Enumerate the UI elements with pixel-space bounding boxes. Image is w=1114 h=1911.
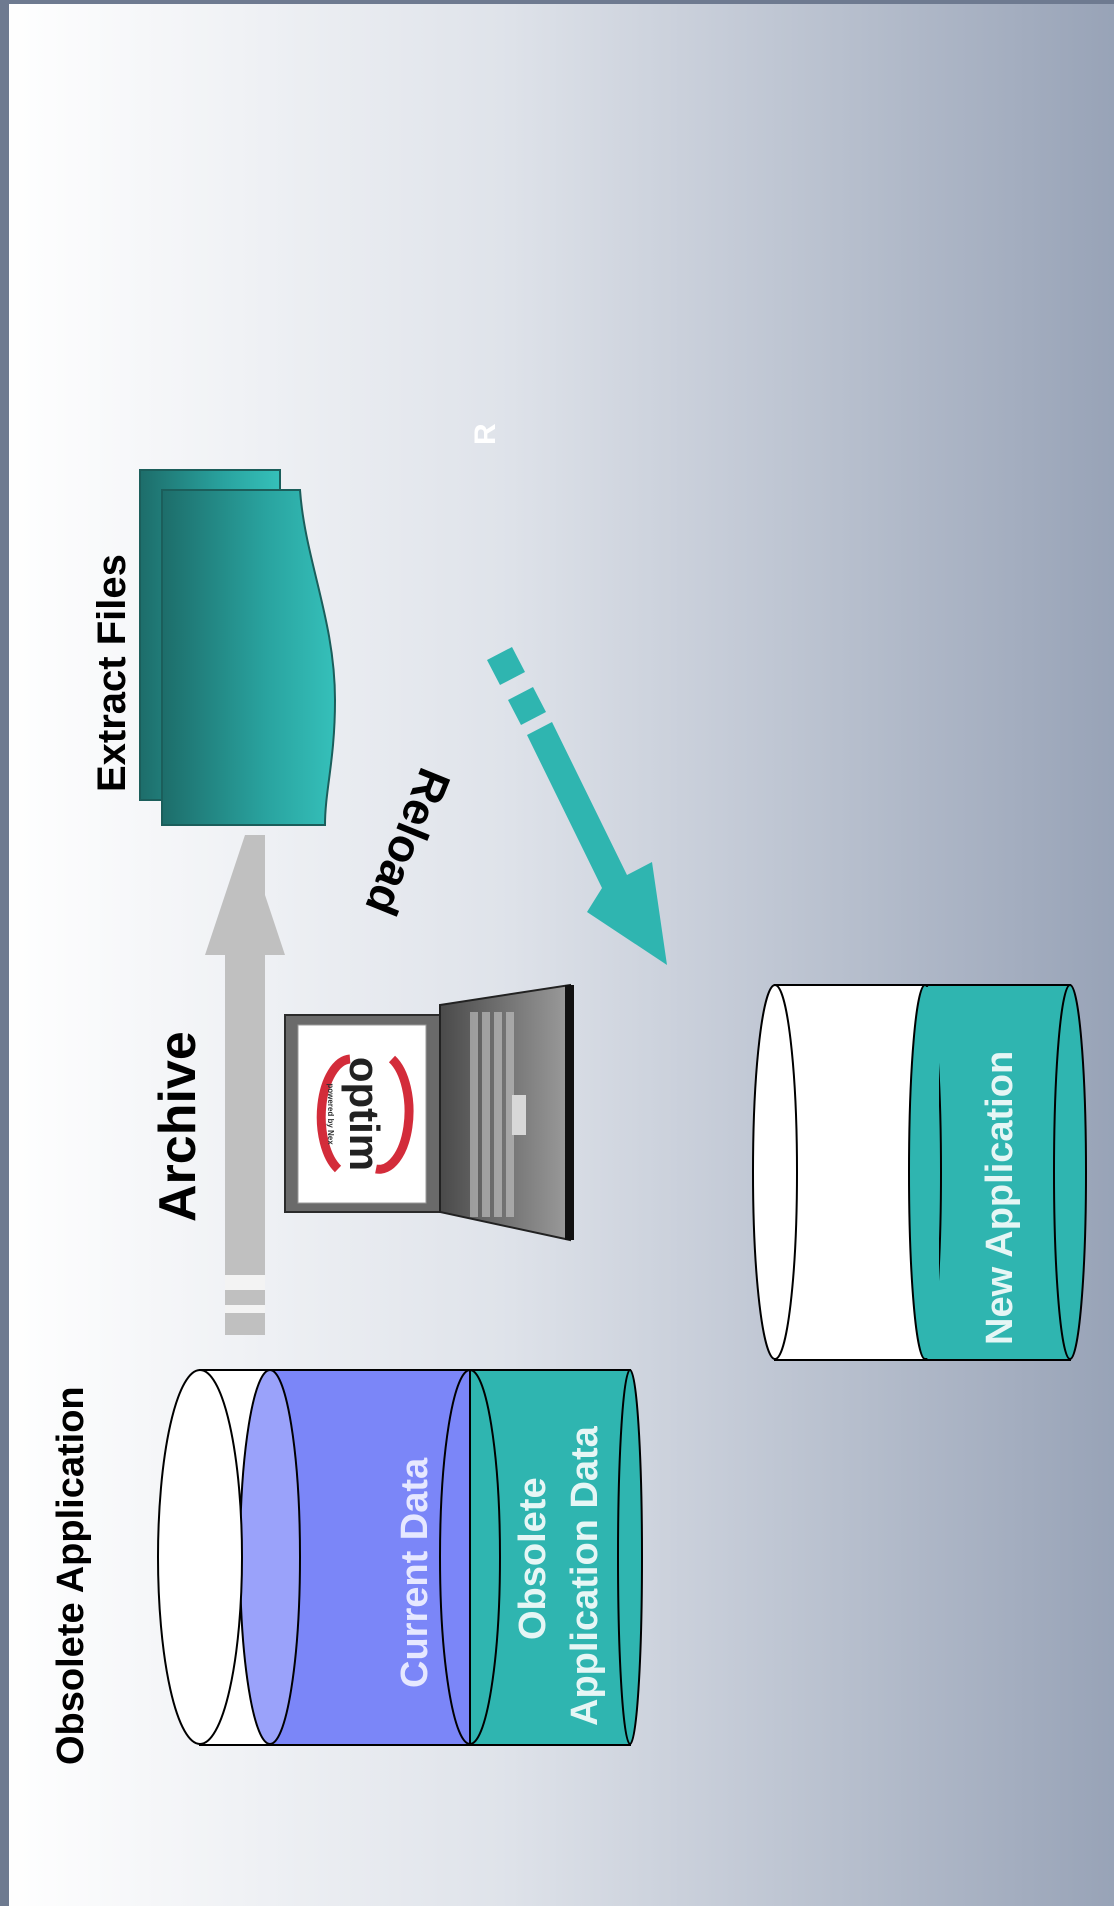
top-border [0,0,1114,4]
obsolete-app-data-label-2: Application Data [564,1425,606,1726]
new-application-cylinder [753,985,1086,1360]
new-application-label: New Application [979,1051,1021,1345]
current-data-label: Current Data [394,1457,436,1688]
obsolete-app-data-label-1: Obsolete [512,1477,554,1640]
extract-files-label: Extract Files [90,554,134,792]
archive-label: Archive [149,1031,207,1222]
svg-text:optim: optim [341,1057,388,1171]
cylinder-end-cap [753,985,797,1359]
touchpad [512,1095,526,1135]
stray-r-label: R [469,423,502,445]
cylinder-end-cap [158,1370,242,1744]
obsolete-application-label: Obsolete Application [50,1386,92,1765]
svg-text:powered by Nex: powered by Nex [326,1083,335,1145]
laptop-icon: optim powered by Nex [285,985,574,1240]
left-border [0,0,9,1906]
